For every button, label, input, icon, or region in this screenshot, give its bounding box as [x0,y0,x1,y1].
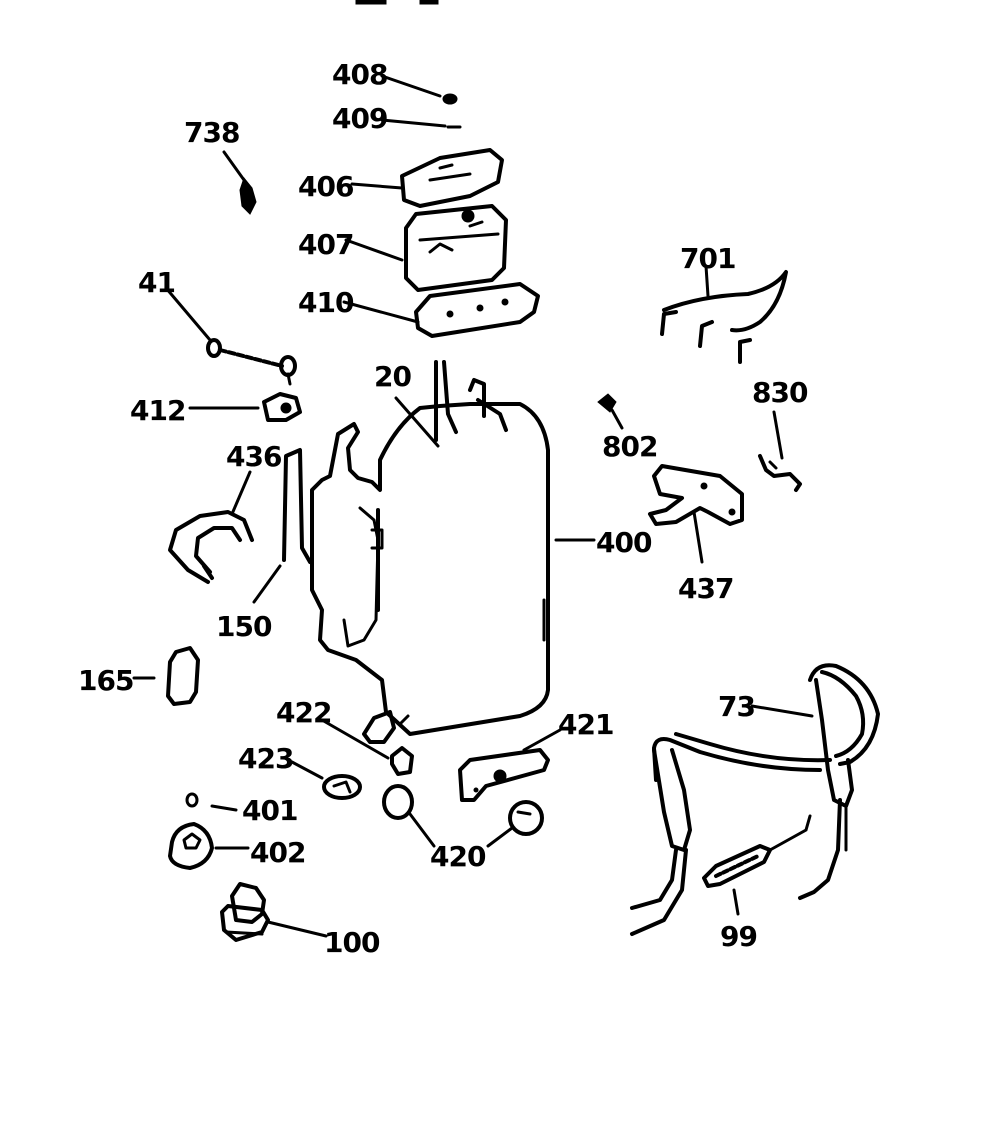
part-830-clip[interactable] [758,410,802,492]
label-20: 20 [374,360,411,393]
label-408: 408 [332,58,387,91]
part-421-plate[interactable] [458,728,562,802]
part-701-clips[interactable] [660,264,788,364]
label-401: 401 [242,794,297,827]
label-830: 830 [752,376,808,409]
part-420-grommets[interactable] [382,784,544,848]
part-408-screw[interactable] [380,74,458,105]
part-402-relay[interactable] [168,822,250,870]
part-738-clip[interactable] [222,150,257,215]
part-802-nut[interactable] [597,393,624,430]
label-423: 423 [238,742,293,775]
part-150-discharge-tube[interactable] [252,448,312,604]
label-400: 400 [596,526,652,559]
label-402: 402 [250,836,305,869]
label-410: 410 [298,286,354,319]
label-41: 41 [138,266,175,299]
label-73: 73 [718,690,755,723]
label-165: 165 [78,664,133,697]
part-165-cap[interactable] [132,646,200,706]
part-401-small-nut[interactable] [185,792,238,812]
part-422-fitting[interactable] [320,710,414,776]
label-436: 436 [226,440,281,473]
label-412: 412 [130,394,185,427]
label-99: 99 [720,920,757,953]
label-420: 420 [430,840,486,873]
part-423-grommet[interactable] [290,760,362,800]
label-406: 406 [298,170,353,203]
label-150: 150 [216,610,272,643]
part-73-support-frame[interactable] [630,663,880,936]
label-407: 407 [298,228,353,261]
part-437-mounting-bracket[interactable] [648,464,744,564]
part-407-overload-protector[interactable] [344,204,508,292]
label-738: 738 [184,116,239,149]
part-100-grommet-stack[interactable] [220,882,328,942]
part-41-rod[interactable] [164,286,297,386]
label-701: 701 [680,242,735,275]
part-412-grommet[interactable] [188,392,302,422]
label-802: 802 [602,430,657,463]
part-99-pad[interactable] [702,814,812,916]
top-edge-marks [355,0,439,5]
label-422: 422 [276,696,331,729]
compressor-body[interactable] [310,402,550,736]
part-410-terminal-plate[interactable] [342,282,540,338]
label-437: 437 [678,572,733,605]
label-100: 100 [324,926,380,959]
label-421: 421 [558,708,613,741]
part-436-bracket[interactable] [168,470,254,584]
label-409: 409 [332,102,387,135]
part-409-washer[interactable] [380,118,462,129]
part-406-terminal-cover[interactable] [350,148,504,208]
